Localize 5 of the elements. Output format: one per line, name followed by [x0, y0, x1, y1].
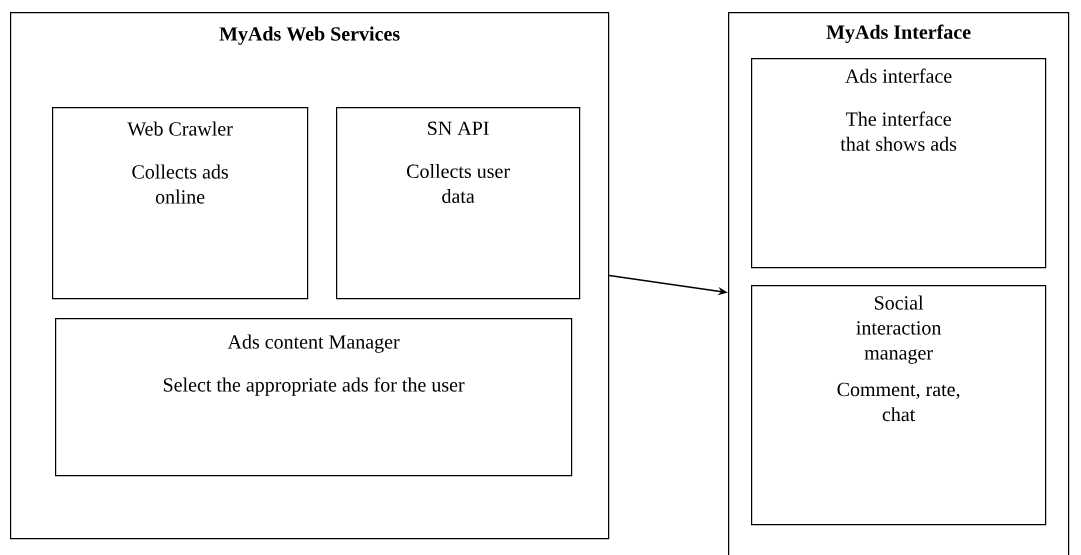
component-box: Ads content Manager Select the appropriate ads for the user [55, 318, 573, 477]
component-box: Social interaction manager Comment, rate, chat [751, 285, 1047, 526]
component-box: Ads interface The interface that shows ads [751, 58, 1047, 269]
component-box: SN API Collects user data [336, 107, 581, 300]
component-box: Web Crawler Collects ads online [52, 107, 309, 300]
